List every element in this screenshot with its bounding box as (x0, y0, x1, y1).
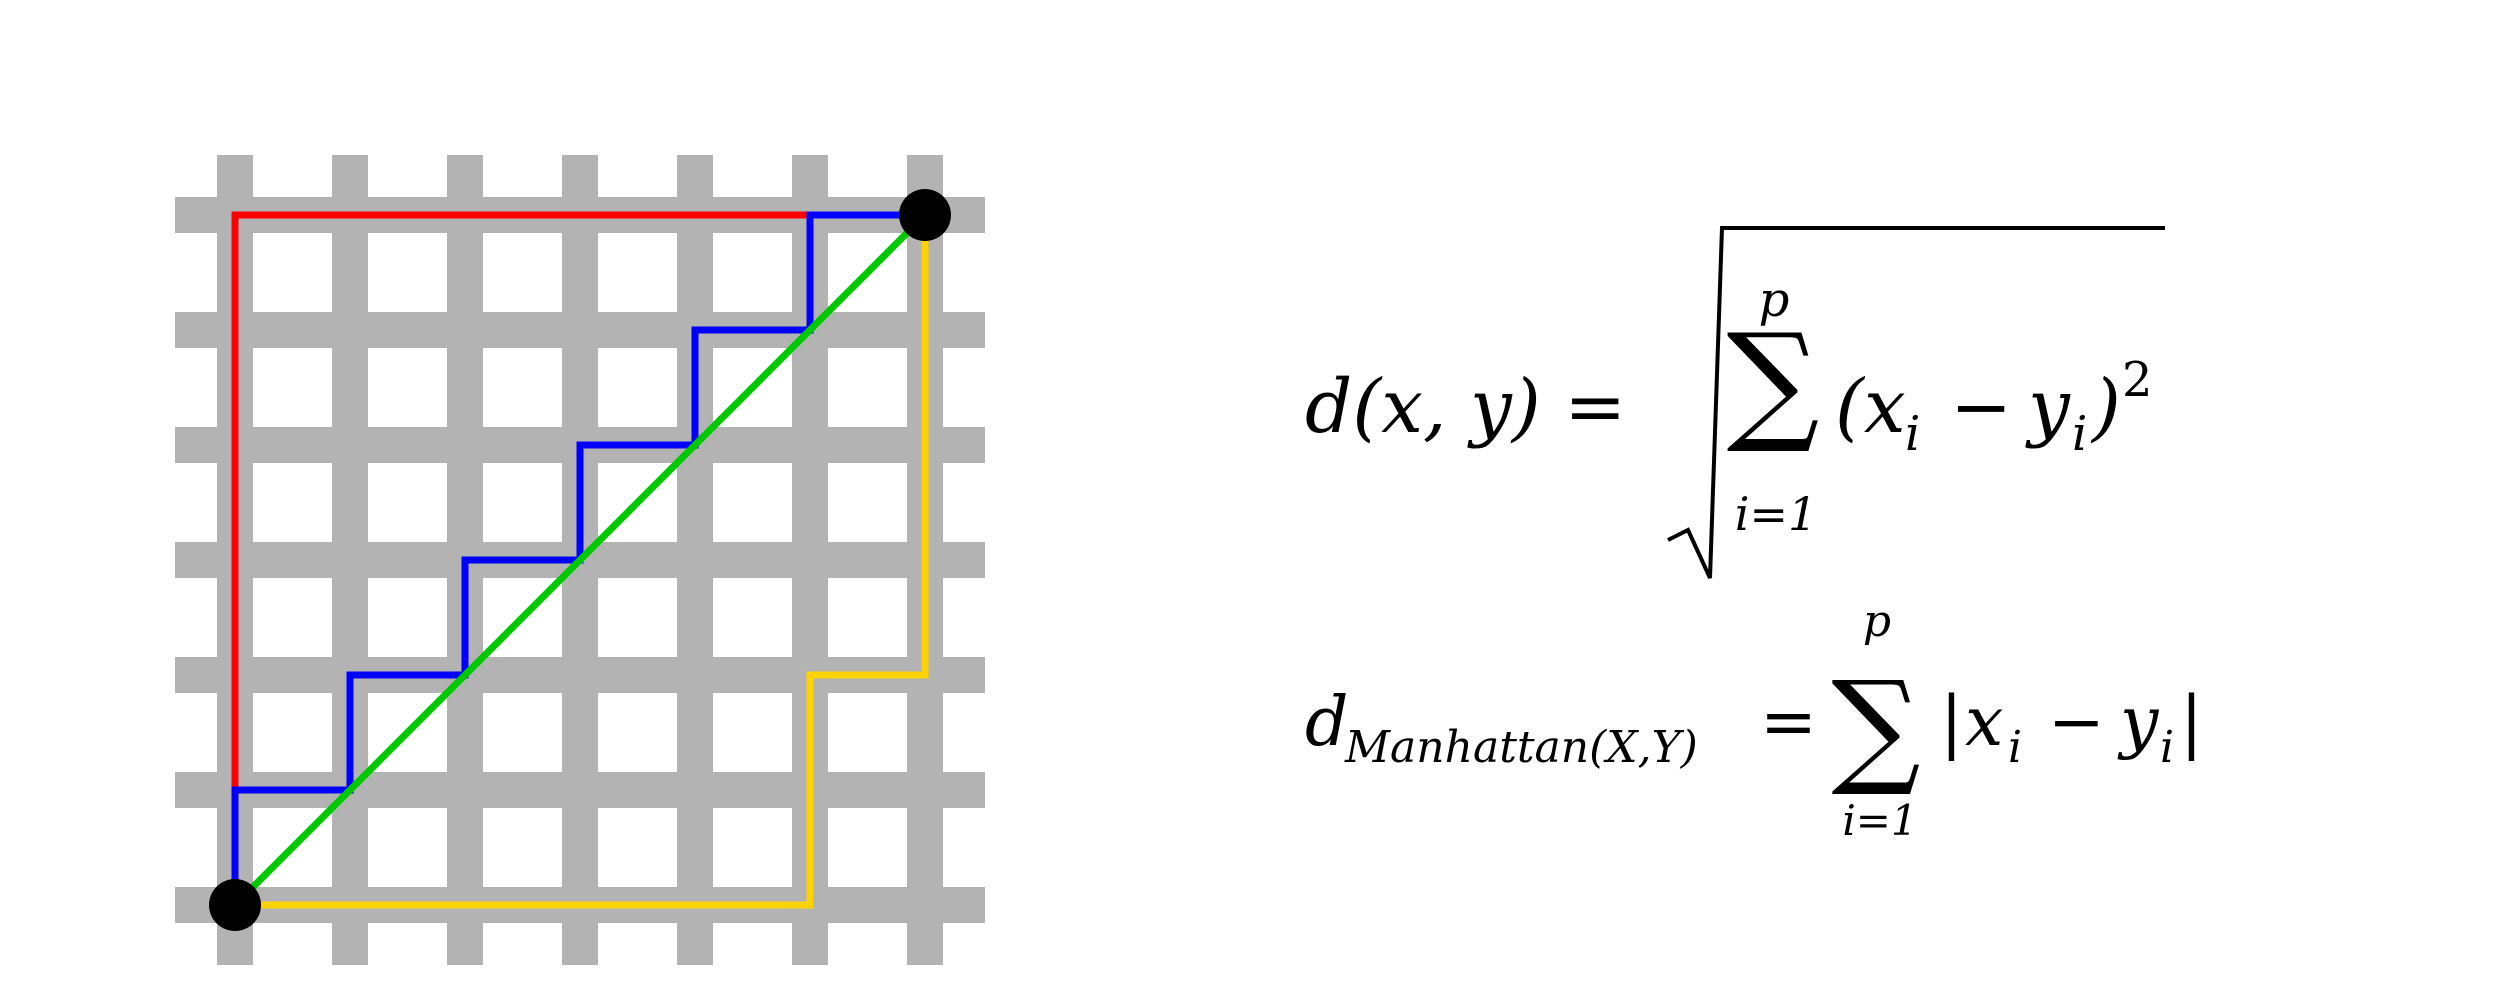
manhattan-y: y (2117, 683, 2160, 762)
manhattan-summation-symbol: ∑ (1831, 655, 1920, 800)
euclidean-sub-x: i (1905, 406, 1920, 462)
manhattan-bar-close: | (2180, 683, 2203, 762)
horizontal-road (175, 312, 985, 348)
euclidean-sub-y: i (2072, 406, 2087, 462)
manhattan-minus: − (2048, 683, 2105, 762)
euclidean-summation-symbol: ∑ (1727, 305, 1820, 457)
manhattan-formula: d Manhattan(X,Y) = p ∑ i=1 | x i − y i | (1305, 596, 2203, 845)
euclidean-minus: − (1950, 364, 2012, 450)
manhattan-subscript: Manhattan(X,Y) (1344, 722, 1698, 773)
euclidean-power: 2 (2122, 352, 2153, 408)
manhattan-sum-lower: i=1 (1842, 796, 1917, 845)
start-point (209, 879, 261, 931)
euclidean-sum-upper: p (1759, 272, 1790, 328)
euclidean-y: y (2025, 364, 2071, 450)
route-paths (231, 211, 929, 909)
euclidean-formula: d(x, y) = p ∑ i=1 (x i − y i ) 2 (1305, 226, 2165, 579)
manhattan-equals: = (1760, 683, 1817, 762)
red-path (231, 211, 925, 905)
manhattan-sum-upper: p (1863, 596, 1891, 647)
green-path (232, 212, 928, 908)
euclidean-lhs: d(x, y) = (1305, 364, 1626, 450)
euclidean-term-open: (x (1835, 364, 1906, 450)
manhattan-sub-y: i (2160, 722, 2174, 773)
end-point (899, 189, 951, 241)
manhattan-bar-open: | (1940, 683, 1963, 762)
euclidean-sum-lower: i=1 (1735, 487, 1818, 541)
manhattan-d: d (1305, 683, 1349, 762)
manhattan-x: x (1965, 683, 2003, 762)
square-root-sign (1667, 226, 2165, 579)
yellow-path (235, 215, 929, 909)
route-endpoints (209, 189, 951, 931)
manhattan-sub-x: i (2008, 722, 2022, 773)
euclidean-term-close: ) (2090, 364, 2121, 450)
